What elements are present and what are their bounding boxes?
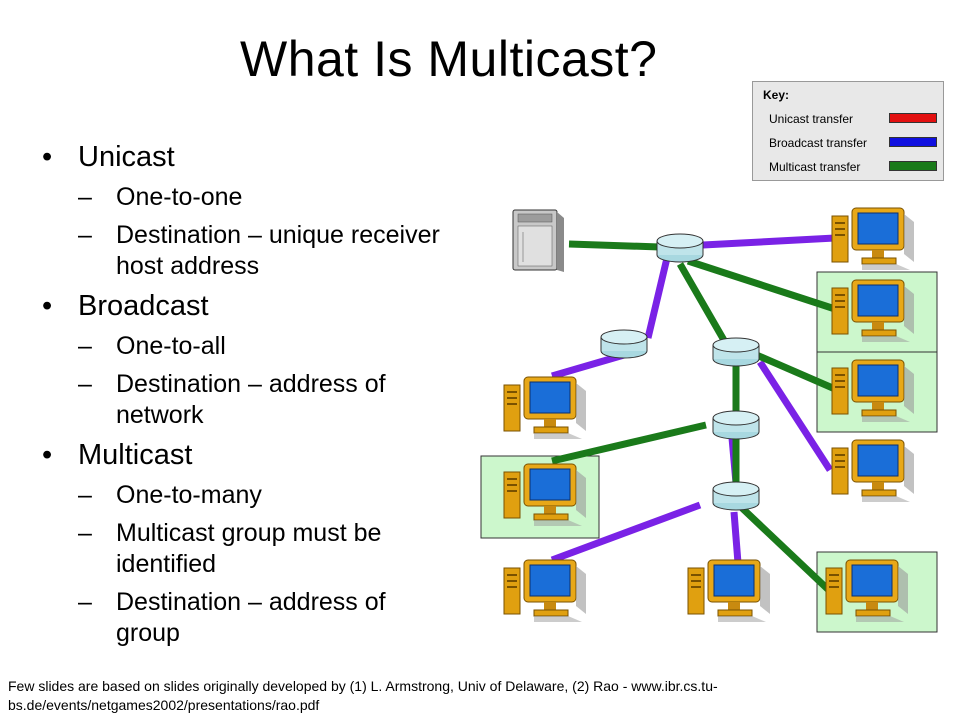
legend-title: Key: xyxy=(763,88,790,102)
legend-label: Unicast transfer xyxy=(769,112,854,126)
server-icon xyxy=(512,209,564,272)
sub-bullet-text: Destination – address of network xyxy=(116,370,386,429)
computer-icon xyxy=(503,559,587,623)
router-icon xyxy=(712,410,760,440)
bullet-label: Broadcast xyxy=(78,290,209,322)
legend-swatch-unicast xyxy=(889,113,937,123)
computer-icon xyxy=(503,376,587,440)
sub-bullet-text: Multicast group must be identified xyxy=(116,519,382,578)
legend-label: Multicast transfer xyxy=(769,160,861,174)
sub-bullet: –Destination – unique receiver host addr… xyxy=(78,221,440,280)
bullet-label: Multicast xyxy=(78,439,193,471)
sub-bullet-text: One-to-many xyxy=(116,481,262,509)
legend-entry-broadcast: Broadcast transfer xyxy=(769,136,867,150)
router-icon xyxy=(712,481,760,511)
bullet-broadcast: •Broadcast xyxy=(42,290,209,322)
computer-icon xyxy=(831,439,915,503)
legend-entry-unicast: Unicast transfer xyxy=(769,112,853,126)
computer-icon xyxy=(687,559,771,623)
sub-bullet-text: Destination – unique receiver host addre… xyxy=(116,221,440,280)
sub-bullet-text: Destination – address of group xyxy=(116,588,386,647)
multicast-links xyxy=(551,240,838,599)
bullet-unicast: •Unicast xyxy=(42,141,175,173)
sub-bullet: –Multicast group must be identified xyxy=(78,519,382,578)
sub-bullet: –One-to-one xyxy=(78,183,243,211)
bullet-list: •Unicast –One-to-one –Destination – uniq… xyxy=(42,140,442,656)
slide-title: What Is Multicast? xyxy=(240,31,658,87)
sub-bullet: –Destination – address of network xyxy=(78,370,386,429)
sub-bullet: –One-to-all xyxy=(78,332,226,360)
bullet-label: Unicast xyxy=(78,141,175,173)
sub-bullet: –Destination – address of group xyxy=(78,588,386,647)
bullet-multicast: •Multicast xyxy=(42,439,193,471)
legend-label: Broadcast transfer xyxy=(769,136,868,150)
source-footnote: Few slides are based on slides originall… xyxy=(8,678,718,713)
router-icon xyxy=(600,329,648,359)
legend-swatch-broadcast xyxy=(889,137,937,147)
legend-entry-multicast: Multicast transfer xyxy=(769,160,860,174)
sub-bullet: –One-to-many xyxy=(78,481,262,509)
router-icon xyxy=(656,233,704,263)
legend-box: Key: Unicast transfer Broadcast transfer… xyxy=(752,81,944,181)
computer-icon xyxy=(831,207,915,271)
sub-bullet-text: One-to-one xyxy=(116,183,243,211)
router-icon xyxy=(712,337,760,367)
legend-swatch-multicast xyxy=(889,161,937,171)
sub-bullet-text: One-to-all xyxy=(116,332,226,360)
